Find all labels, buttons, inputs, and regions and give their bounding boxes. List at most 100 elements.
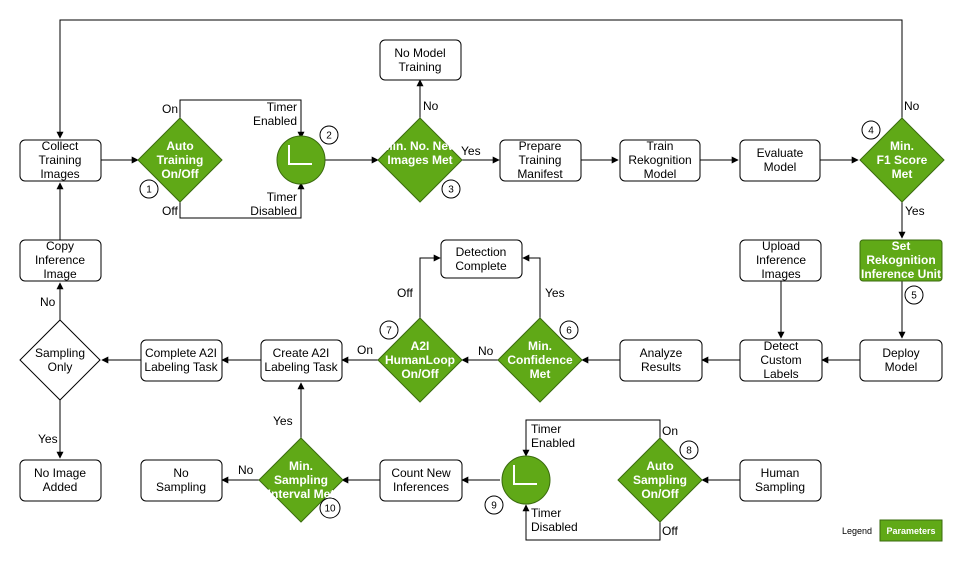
legend-parameters-text: Parameters: [886, 526, 935, 536]
node-sampling-only: [19, 319, 101, 401]
step-number-7: 7: [386, 326, 392, 337]
node-upload-inference: [739, 239, 822, 282]
label-off-a2i: Off: [397, 286, 413, 300]
step-number-4: 4: [868, 126, 874, 137]
node-a2i-humanloop: [377, 317, 463, 403]
step-badge-8: [679, 440, 699, 460]
label-on-2: On: [662, 424, 678, 438]
node-set-inference-unit: [859, 239, 943, 282]
node-auto-sampling: [617, 437, 703, 523]
label-yes-conf: Yes: [545, 286, 565, 300]
label-yes-1: Yes: [461, 144, 481, 158]
step-badge-6: [559, 320, 579, 340]
label-on-1: On: [162, 102, 178, 116]
node-deploy-model: [859, 339, 943, 382]
node-copy-inference: [19, 239, 102, 282]
node-evaluate-model: [739, 139, 821, 182]
step-badge-1: [139, 179, 159, 199]
step-badge-2: [319, 125, 339, 145]
step-number-9: 9: [491, 501, 497, 512]
label-no-1: No: [423, 99, 439, 113]
node-no-image-added: [19, 459, 102, 502]
node-train-model: [619, 139, 701, 182]
step-badge-9: [484, 495, 504, 515]
step-badge-3: [441, 179, 461, 199]
node-human-sampling: [739, 459, 822, 502]
step-badge-10: [319, 497, 341, 519]
label-on-a2i: On: [357, 343, 373, 357]
node-no-sampling: [140, 459, 223, 502]
edge-a2i-off: [419, 254, 441, 318]
label-off-1: Off: [162, 204, 178, 218]
label-off-2: Off: [662, 524, 678, 538]
node-auto-training: [137, 117, 223, 203]
edges: [56, 19, 906, 541]
edge-autotraining-off: [179, 182, 305, 219]
node-min-new-images: [377, 117, 463, 203]
step-number-1: 1: [146, 185, 152, 196]
node-collect: [19, 139, 102, 182]
legend-label: Legend: [842, 526, 872, 536]
edge-confidence-yes: [522, 254, 541, 318]
edge-autotraining-on: [179, 99, 305, 139]
step-number-3: 3: [448, 185, 454, 196]
step-number-2: 2: [326, 131, 332, 142]
label-no-interval: No: [238, 463, 254, 477]
node-detection-complete: [440, 239, 523, 279]
label-no-f1: No: [904, 99, 920, 113]
label-yes-sampling-only: Yes: [38, 432, 58, 446]
label-yes-f1: Yes: [905, 204, 925, 218]
step-badge-7: [379, 320, 399, 340]
legend-parameters-box: [879, 519, 943, 542]
step-badge-4: [861, 120, 881, 140]
node-create-a2i: [260, 339, 343, 382]
node-detect-labels: [739, 339, 823, 382]
step-number-6: 6: [566, 326, 572, 337]
node-analyze-results: [619, 339, 703, 382]
step-number-10: 10: [324, 504, 336, 515]
step-badge-5: [904, 285, 924, 305]
label-no-conf: No: [478, 344, 494, 358]
node-no-model-training: [379, 39, 462, 81]
step-number-8: 8: [686, 446, 692, 457]
label-yes-interval: Yes: [273, 414, 293, 428]
edge-autosampling-on: [522, 419, 661, 457]
label-no-sampling-only: No: [40, 295, 56, 309]
clock-icon-2: [501, 455, 551, 505]
step-number-5: 5: [911, 291, 917, 302]
node-prepare-manifest: [499, 139, 582, 182]
edge-f1-no-loop: [56, 19, 903, 139]
edge-autosampling-off: [522, 504, 661, 541]
node-min-sampling-interval: [258, 437, 344, 523]
node-count-inferences: [379, 459, 463, 502]
